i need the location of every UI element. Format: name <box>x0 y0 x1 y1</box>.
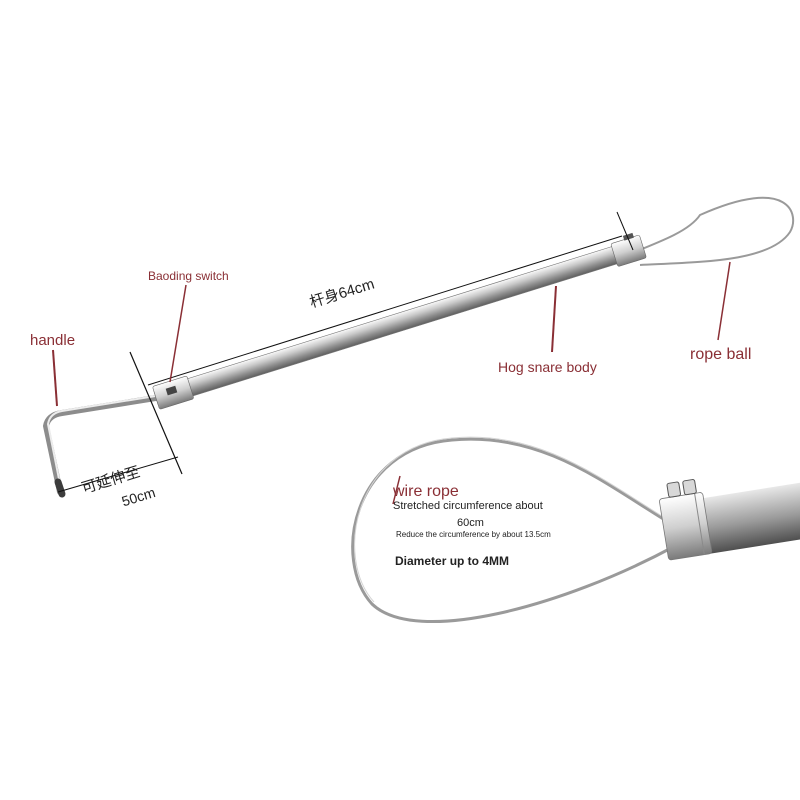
body-dimension-line <box>147 235 623 386</box>
wire-loop-top <box>626 196 794 266</box>
circumference-value-label: 60cm <box>457 517 484 529</box>
handle-label: handle <box>30 332 76 349</box>
wire-rope-label: wire rope <box>393 483 459 500</box>
pole-body-top <box>152 232 647 410</box>
hog-snare-body-label: Hog snare body <box>498 359 597 375</box>
stretched-circumference-label: Stretched circumference about <box>393 500 543 512</box>
wire-loop-closeup <box>351 437 676 623</box>
extend-dimension-line <box>57 456 179 493</box>
baoding-switch-label: Baoding switch <box>148 269 229 283</box>
rope-ball-label: rope ball <box>690 346 752 363</box>
reduce-circumference-label: Reduce the circumference by about 13.5cm <box>396 530 551 539</box>
pole-closeup <box>659 478 800 561</box>
diameter-label: Diameter up to 4MM <box>395 554 510 568</box>
